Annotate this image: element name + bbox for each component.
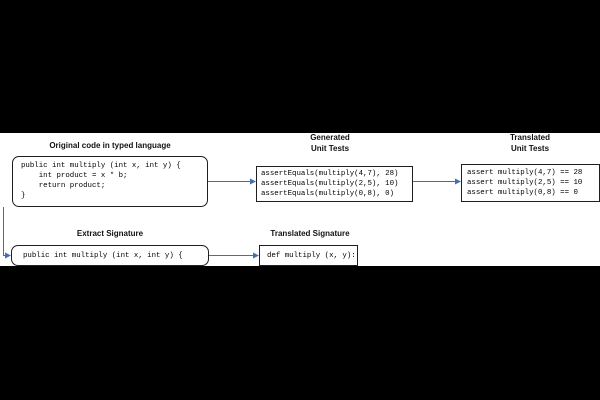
generated-test-line: assertEquals(multiply(0,8), 0) [261, 190, 395, 198]
arrow-original-to-extracted [3, 207, 11, 259]
original-code-line: return product; [21, 182, 106, 190]
translated-signature-heading: Translated Signature [270, 229, 350, 238]
generated-test-line: assertEquals(multiply(2,5), 10) [261, 180, 399, 188]
translated-heading-line-1: Translated [509, 133, 550, 142]
translated-heading-line-2: Unit Tests [510, 144, 550, 153]
original-code-line: int product = x * b; [21, 172, 128, 180]
generated-tests-box: assertEquals(multiply(4,7), 28) assertEq… [256, 166, 413, 202]
translated-test-line: assert multiply(4,7) == 28 [467, 169, 583, 177]
translated-tests-box: assert multiply(4,7) == 28 assert multip… [461, 164, 600, 202]
generated-heading-line-2: Unit Tests [310, 144, 350, 153]
original-code-line: } [21, 192, 26, 200]
generated-test-line: assertEquals(multiply(4,7), 28) [261, 170, 399, 178]
translated-signature-line: def multiply (x, y): [267, 252, 356, 260]
original-code-heading: Original code in typed language [49, 141, 171, 150]
diagram-canvas: Original code in typed language Generate… [0, 133, 600, 266]
translated-test-line: assert multiply(2,5) == 10 [467, 179, 583, 187]
original-code-line: public int multiply (int x, int y) { [21, 162, 181, 170]
connector-arrows [3, 178, 461, 259]
translated-test-line: assert multiply(0,8) == 0 [467, 189, 578, 197]
original-code-box: public int multiply (int x, int y) { int… [12, 156, 208, 207]
extract-signature-heading: Extract Signature [76, 229, 144, 238]
extracted-signature-box: public int multiply (int x, int y) { [11, 245, 209, 266]
translated-signature-box: def multiply (x, y): [259, 245, 358, 266]
generated-heading-line-1: Generated [310, 133, 350, 142]
extracted-signature-line: public int multiply (int x, int y) { [23, 252, 183, 260]
